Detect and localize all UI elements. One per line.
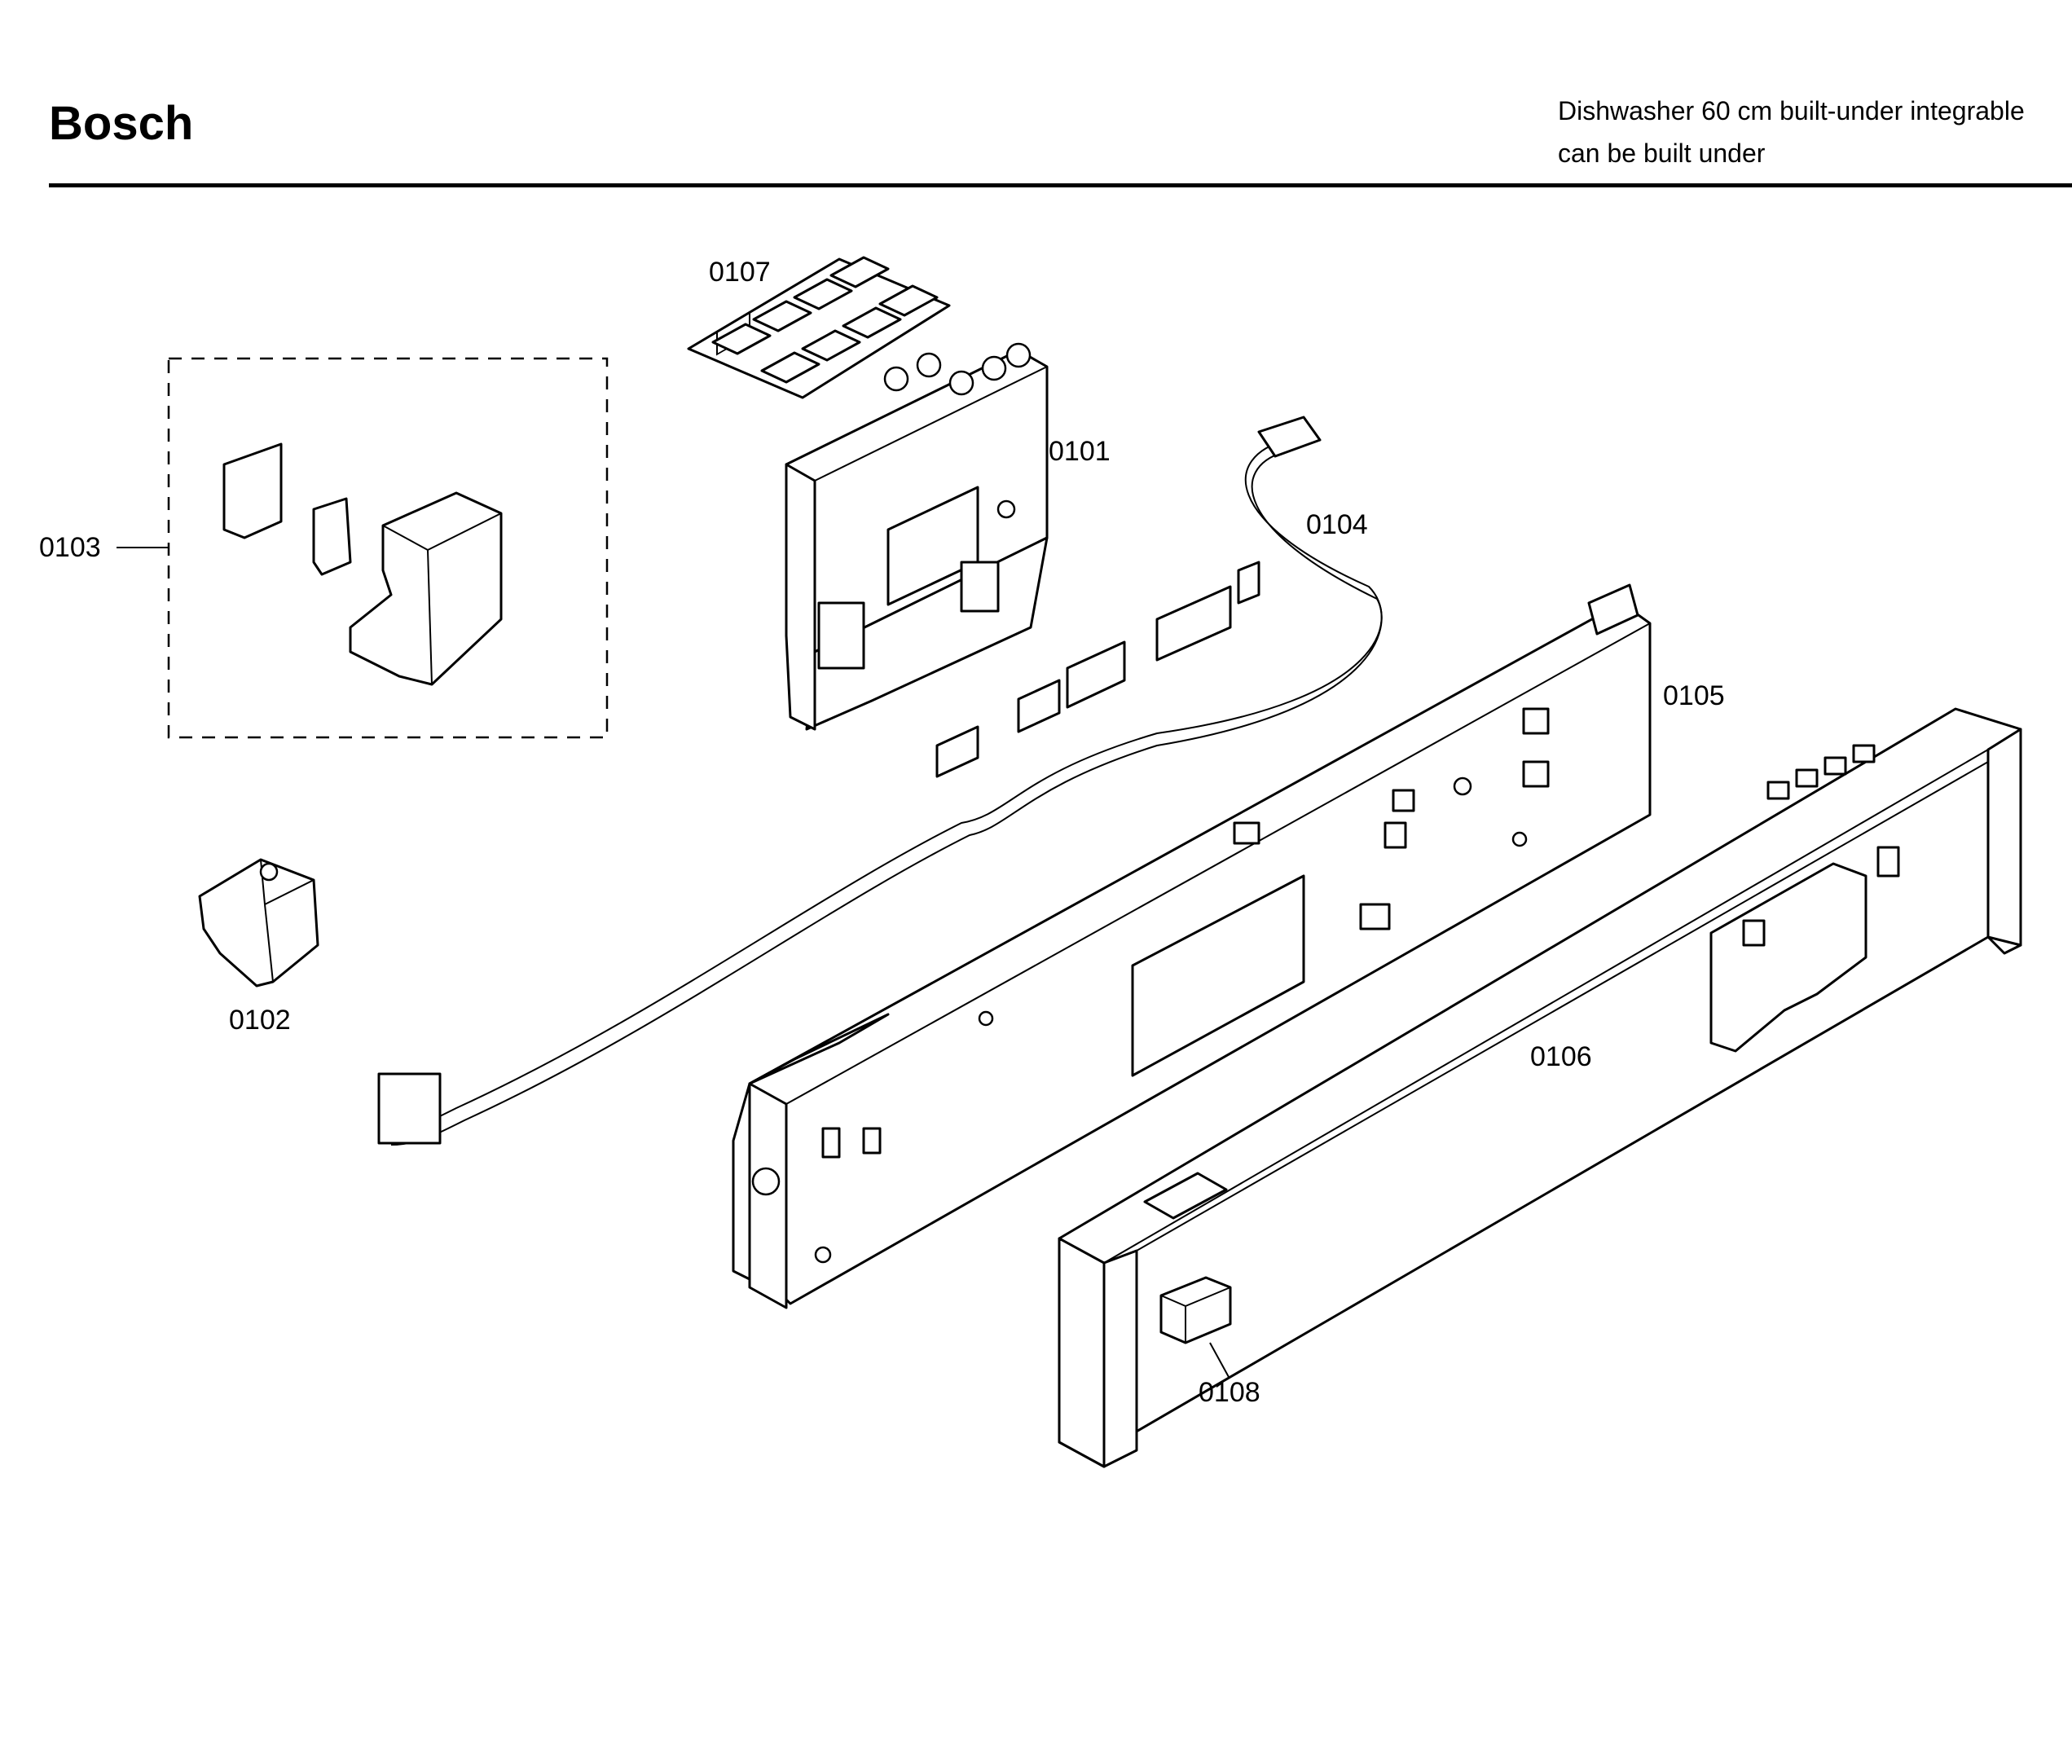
callout-0106: 0106 — [1530, 1041, 1592, 1072]
callout-0105: 0105 — [1663, 680, 1725, 711]
brand-name: Bosch — [49, 97, 194, 150]
part-0103-group[interactable] — [167, 357, 609, 739]
callout-0108: 0108 — [1199, 1377, 1260, 1408]
callout-0101: 0101 — [1049, 436, 1111, 467]
part-0107-keypad[interactable] — [687, 256, 951, 399]
part-0108-block[interactable] — [1159, 1276, 1232, 1344]
callout-0107: 0107 — [709, 257, 771, 288]
part-0101-control-module[interactable] — [785, 342, 1049, 731]
callout-0103: 0103 — [39, 532, 101, 563]
header-divider — [49, 183, 2072, 187]
part-0102-relay[interactable] — [198, 858, 319, 988]
callout-0104: 0104 — [1306, 509, 1368, 540]
model-description: Dishwasher 60 cm built-under integrable — [1558, 96, 2025, 125]
part-0106-fascia[interactable] — [1058, 707, 2022, 1468]
part-0105-inner-panel[interactable] — [732, 583, 1652, 1309]
leader-lines — [117, 547, 1230, 1378]
model-description-sub: can be built under — [1558, 139, 1766, 168]
callout-0102: 0102 — [229, 1005, 291, 1036]
part-0104-wiring-harness[interactable] — [377, 416, 1383, 1146]
